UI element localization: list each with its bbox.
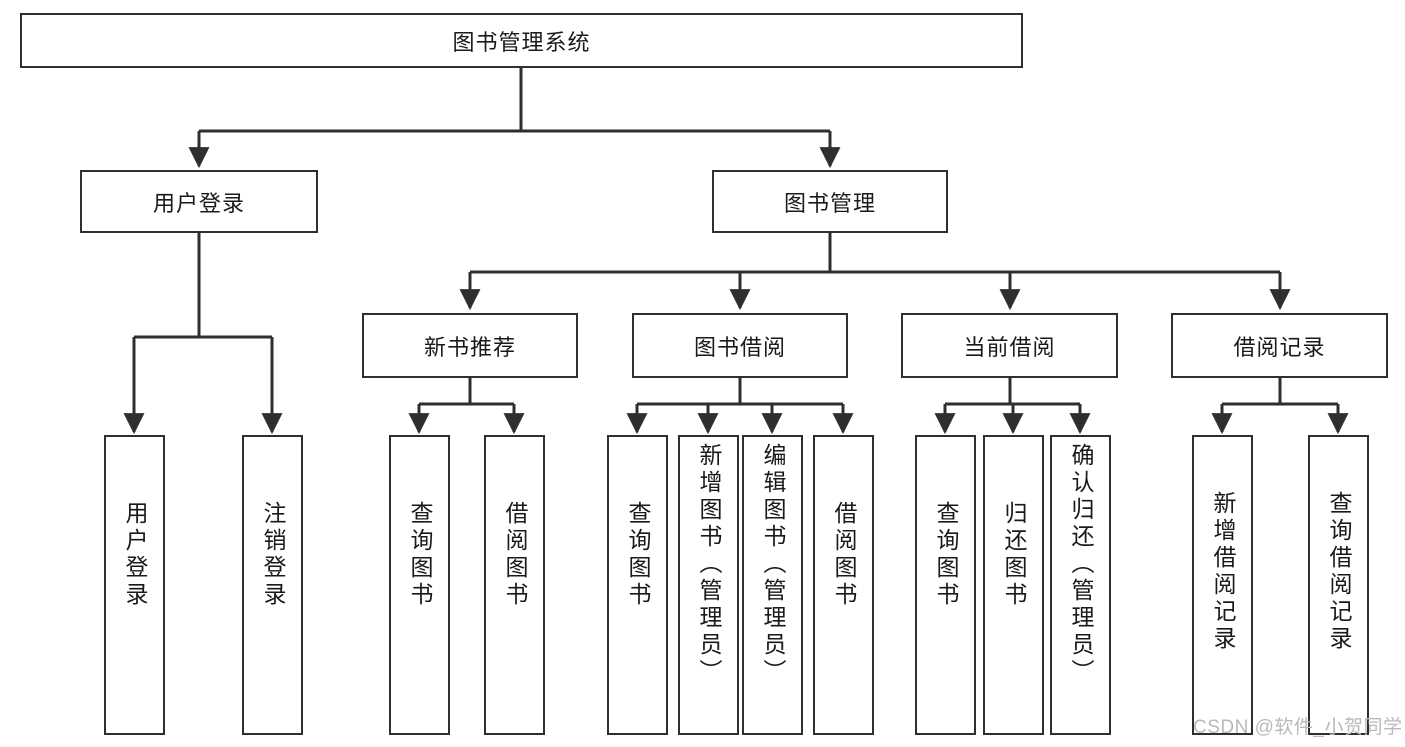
node-label: 确认归还（管理员）	[1068, 443, 1094, 686]
node-label: 图书管理	[783, 190, 876, 216]
node-book-management-system[interactable]: 图书管理系统	[20, 13, 1023, 68]
node-current-borrow[interactable]: 当前借阅	[901, 313, 1118, 378]
leaf-user-login-login[interactable]: 用户登录	[104, 435, 165, 735]
leaf-book-borrow-add[interactable]: 新增图书（管理员）	[678, 435, 739, 735]
leaf-current-borrow-query[interactable]: 查询图书	[915, 435, 976, 735]
node-label: 查询图书	[933, 501, 959, 609]
node-label: 编辑图书（管理员）	[760, 443, 786, 686]
node-label: 图书借阅	[693, 334, 786, 360]
leaf-user-login-logout[interactable]: 注销登录	[242, 435, 303, 735]
node-label: 图书管理系统	[452, 29, 591, 55]
node-borrow-record[interactable]: 借阅记录	[1171, 313, 1388, 378]
leaf-new-book-query[interactable]: 查询图书	[389, 435, 450, 735]
leaf-borrow-record-add[interactable]: 新增借阅记录	[1192, 435, 1253, 735]
node-label: 新书推荐	[423, 334, 516, 360]
node-label: 查询图书	[625, 501, 651, 609]
leaf-book-borrow-borrow[interactable]: 借阅图书	[813, 435, 874, 735]
watermark-text: CSDN @软件_小贺同学	[1193, 717, 1403, 738]
node-label: 归还图书	[1001, 501, 1027, 609]
node-label: 借阅图书	[831, 501, 857, 609]
leaf-new-book-borrow[interactable]: 借阅图书	[484, 435, 545, 735]
leaf-current-borrow-confirm-return[interactable]: 确认归还（管理员）	[1050, 435, 1111, 735]
node-label: 用户登录	[122, 501, 148, 609]
node-label: 借阅图书	[502, 501, 528, 609]
leaf-book-borrow-query[interactable]: 查询图书	[607, 435, 668, 735]
node-new-book-recommend[interactable]: 新书推荐	[362, 313, 578, 378]
node-label: 查询借阅记录	[1326, 491, 1352, 653]
node-user-login[interactable]: 用户登录	[80, 170, 318, 233]
node-book-borrow[interactable]: 图书借阅	[632, 313, 848, 378]
node-label: 当前借阅	[963, 334, 1056, 360]
node-label: 新增借阅记录	[1210, 491, 1236, 653]
node-label: 新增图书（管理员）	[696, 443, 722, 686]
node-label: 用户登录	[152, 190, 245, 216]
node-book-management[interactable]: 图书管理	[712, 170, 948, 233]
leaf-book-borrow-edit[interactable]: 编辑图书（管理员）	[742, 435, 803, 735]
leaf-borrow-record-query[interactable]: 查询借阅记录	[1308, 435, 1369, 735]
node-label: 注销登录	[260, 501, 286, 609]
node-label: 借阅记录	[1233, 334, 1326, 360]
node-label: 查询图书	[407, 501, 433, 609]
leaf-current-borrow-return[interactable]: 归还图书	[983, 435, 1044, 735]
